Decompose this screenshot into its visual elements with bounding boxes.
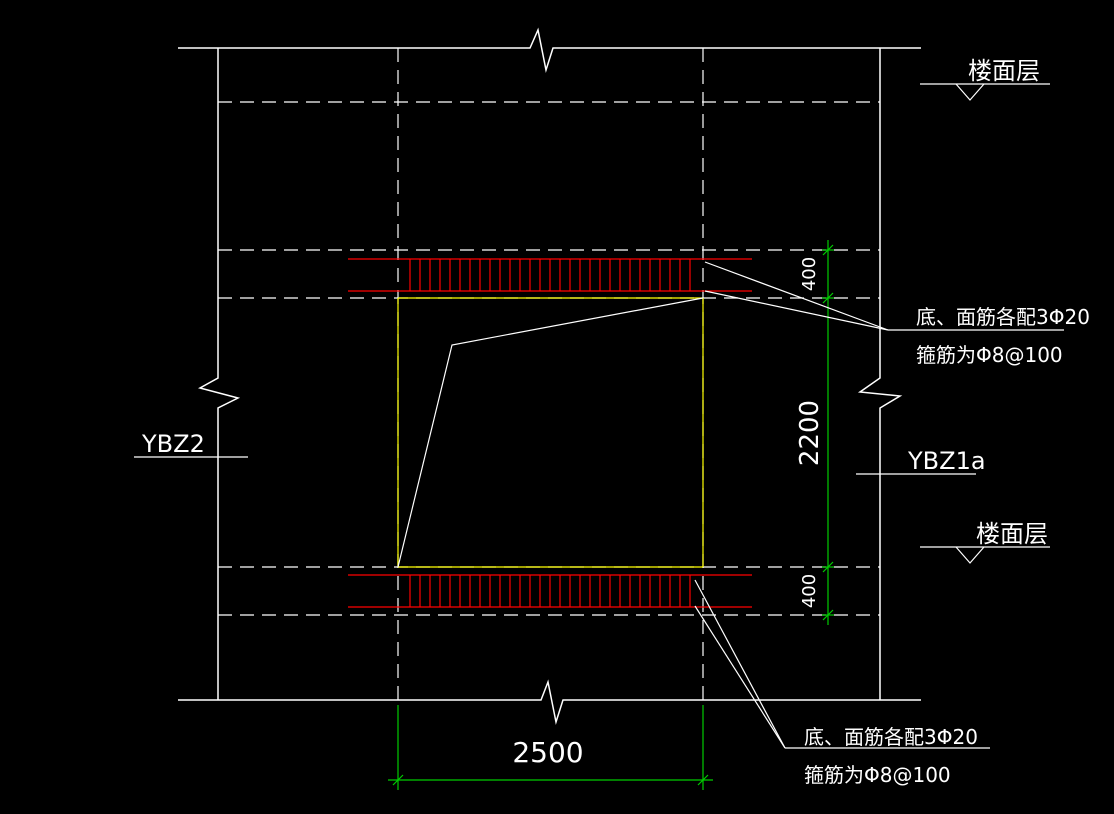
top-break-line — [178, 27, 921, 73]
leader-lines — [134, 261, 1064, 749]
top-beam-rebar — [348, 258, 752, 292]
opening-outline — [397, 297, 704, 568]
wall-label-right: YBZ1a — [907, 447, 986, 475]
floor-level-label-top: 楼面层 — [968, 57, 1040, 85]
dim-slash-3 — [822, 561, 834, 573]
dim-slash-right — [697, 774, 709, 786]
floor-level-marker-top — [920, 83, 1050, 101]
top-beam-stirrups — [409, 259, 691, 291]
dim-slash-left — [392, 774, 404, 786]
dashed-grid — [218, 48, 880, 700]
dimension-beam-top-label: 400 — [799, 257, 820, 291]
top-note-line2: 箍筋为Φ8@100 — [916, 343, 1063, 367]
bottom-beam-rebar — [348, 574, 752, 608]
dim-slash-4 — [822, 609, 834, 621]
dimension-lines — [388, 240, 834, 790]
dimension-beam-bottom-label: 400 — [799, 574, 820, 608]
top-leader-1 — [704, 261, 889, 331]
bottom-break-line — [178, 679, 921, 725]
right-wall-edge — [857, 48, 903, 700]
wall-outline — [178, 27, 921, 725]
floor-level-label-bottom: 楼面层 — [976, 520, 1048, 548]
bottom-beam-stirrups — [409, 575, 691, 607]
dim-slash-2 — [822, 292, 834, 304]
opening-marker-line — [397, 297, 704, 568]
top-leader-2 — [704, 290, 889, 331]
dimension-height-label: 2200 — [795, 400, 825, 466]
wall-label-left: YBZ2 — [141, 430, 205, 458]
bottom-leader-1 — [694, 579, 786, 749]
dim-slash-1 — [822, 244, 834, 256]
bottom-leader-2 — [694, 605, 786, 749]
bottom-note-line1: 底、面筋各配3Φ20 — [804, 725, 978, 749]
left-wall-edge — [198, 48, 241, 700]
bottom-note-line2: 箍筋为Φ8@100 — [804, 763, 951, 787]
top-note-line1: 底、面筋各配3Φ20 — [916, 305, 1090, 329]
dimension-width-label: 2500 — [512, 736, 583, 769]
floor-level-marker-bottom — [920, 546, 1050, 564]
